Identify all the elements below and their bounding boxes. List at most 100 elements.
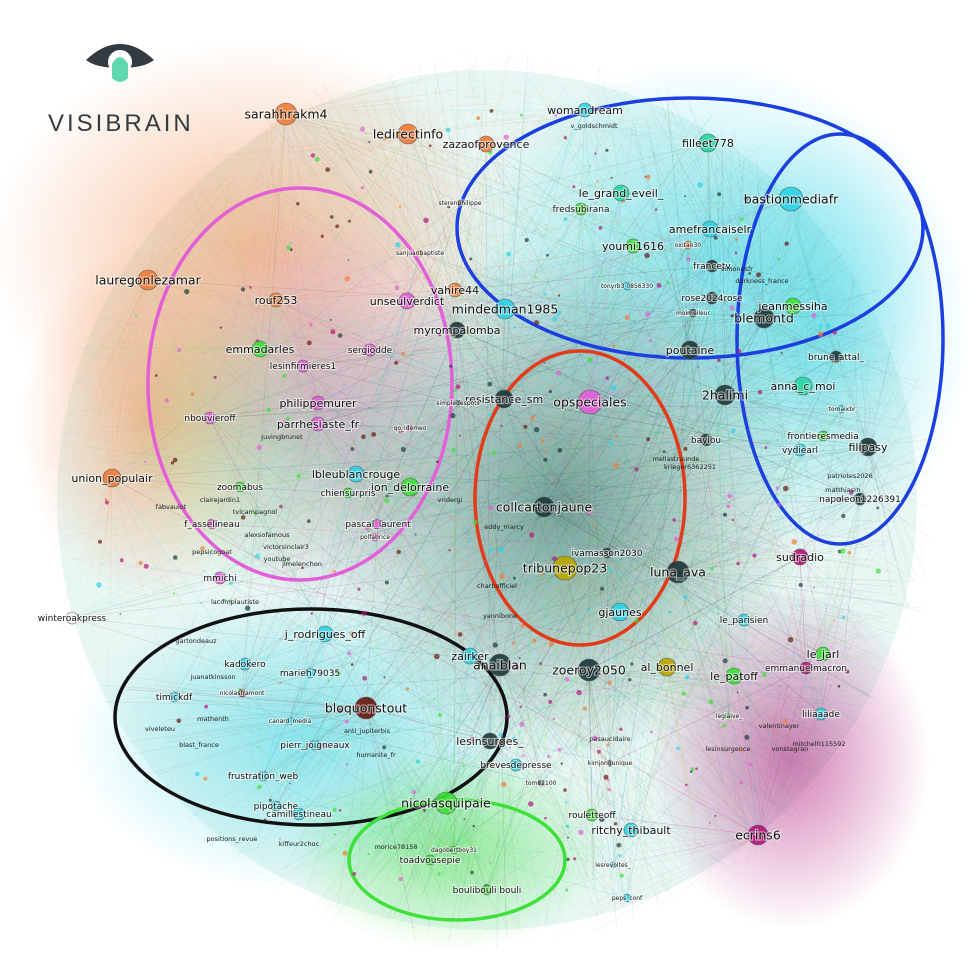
minor-node <box>177 348 181 352</box>
minor-node <box>558 294 560 296</box>
minor-node <box>120 558 124 562</box>
node-label-filepasy: filipasy <box>848 441 887 454</box>
minor-node <box>290 242 292 244</box>
node-label-timickdf: timickdf <box>156 693 193 703</box>
minor-node <box>609 441 613 445</box>
minor-node <box>684 595 688 599</box>
minor-node <box>399 205 402 208</box>
minor-node <box>368 853 370 855</box>
minor-node <box>723 513 727 517</box>
minor-node <box>573 857 576 860</box>
minor-node <box>257 785 262 790</box>
minor-node <box>744 735 749 740</box>
minor-node <box>799 583 803 587</box>
minor-node <box>429 144 432 147</box>
node-label-dagobertboy31: dagobertboy31 <box>431 847 477 854</box>
minor-node <box>351 447 355 451</box>
minor-node <box>714 815 716 817</box>
minor-node <box>476 116 480 120</box>
minor-node <box>330 329 335 334</box>
minor-node <box>567 869 569 871</box>
minor-node <box>362 676 367 681</box>
minor-node <box>397 550 401 554</box>
minor-node <box>463 765 466 768</box>
minor-node <box>685 784 688 787</box>
node-label-tribunepop23: tribunepop23 <box>523 560 607 575</box>
node-label-anna_c_moi: anna_c_moi <box>771 380 836 393</box>
minor-node <box>718 290 721 293</box>
minor-node <box>311 153 315 157</box>
minor-node <box>659 503 661 505</box>
minor-node <box>255 554 260 559</box>
node-label-lesinfirmieres1: lesinfirmieres1 <box>270 362 336 372</box>
minor-node <box>384 498 389 503</box>
node-label-tom82100: tom82100 <box>526 780 557 787</box>
minor-node <box>249 286 252 289</box>
node-label-tonyrb: tonyrb3 0856330 <box>601 283 653 290</box>
minor-node <box>385 581 389 585</box>
minor-node <box>138 561 142 565</box>
minor-node <box>532 639 536 643</box>
minor-node-label: mathenth <box>197 715 229 723</box>
minor-node <box>98 540 102 544</box>
minor-node <box>534 427 539 432</box>
minor-node <box>776 486 779 489</box>
minor-node <box>395 242 401 248</box>
minor-node <box>144 461 146 463</box>
minor-node <box>489 862 491 864</box>
minor-node <box>785 242 789 246</box>
minor-node <box>730 438 732 440</box>
minor-node <box>488 413 492 417</box>
minor-node <box>567 837 569 839</box>
node-label-f_asselineau: f_asselineau <box>184 520 240 530</box>
node-label-pourtaine: poutaine <box>666 344 715 357</box>
minor-node <box>657 283 662 288</box>
minor-node <box>544 817 547 820</box>
node-label-sarahhrakm4: sarahhrakm4 <box>245 106 328 121</box>
minor-node <box>777 503 781 507</box>
minor-node <box>565 677 570 682</box>
node-label-emmanuelmacron: emmanuelmacron <box>765 664 847 674</box>
minor-node <box>732 519 734 521</box>
minor-node <box>737 349 741 353</box>
minor-node <box>739 781 743 785</box>
minor-node <box>279 505 283 509</box>
minor-node <box>697 182 703 188</box>
minor-node <box>709 822 711 824</box>
minor-node <box>625 315 630 320</box>
minor-node <box>173 593 175 595</box>
minor-node <box>266 408 270 412</box>
minor-node <box>333 833 335 835</box>
minor-node <box>96 582 101 587</box>
minor-node <box>672 518 676 522</box>
minor-node <box>645 311 650 316</box>
minor-node <box>535 277 537 279</box>
minor-node <box>745 706 749 710</box>
minor-node <box>834 620 836 622</box>
node-label-unseulverdict: unseulverdict <box>370 295 445 308</box>
node-label-camillestineau: camillestineau <box>266 810 331 820</box>
minor-node <box>777 258 780 261</box>
minor-node <box>155 374 158 377</box>
minor-node <box>744 797 746 799</box>
minor-node <box>572 185 575 188</box>
minor-node <box>307 519 311 523</box>
minor-node <box>682 691 686 695</box>
minor-node <box>545 452 547 454</box>
minor-node <box>489 548 494 553</box>
minor-node <box>838 685 841 688</box>
minor-node <box>369 170 373 174</box>
minor-node <box>876 568 881 573</box>
minor-node <box>605 376 609 380</box>
minor-node-label: yannibone <box>483 612 517 620</box>
node-label-rouletteoff: rouletteoff <box>568 811 616 821</box>
node-label-bloquonstout: bloquonstout <box>325 700 407 715</box>
minor-node <box>297 474 301 478</box>
minor-node <box>740 217 744 221</box>
minor-node <box>615 435 618 438</box>
minor-node <box>783 486 789 492</box>
minor-node <box>406 687 409 690</box>
minor-node <box>605 149 608 152</box>
minor-node <box>469 258 472 261</box>
